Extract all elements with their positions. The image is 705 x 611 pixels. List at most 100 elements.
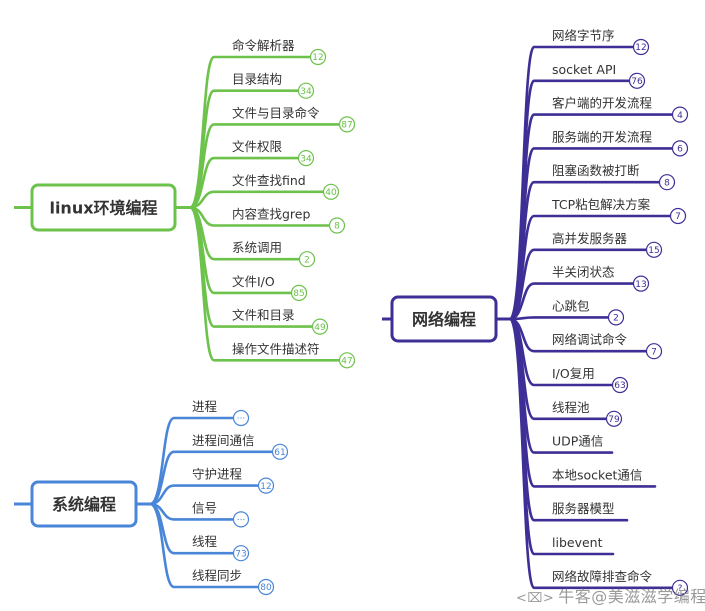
topic-node[interactable]: TCP粘包解决方案 7 — [508, 197, 687, 321]
branch-line — [188, 190, 333, 209]
count-badge[interactable]: 13 — [632, 275, 650, 292]
topic-label[interactable]: 信号 — [192, 500, 217, 515]
count-badge[interactable]: 15 — [645, 241, 663, 258]
count-badge[interactable]: 2 — [298, 251, 316, 268]
branch-linux: 命令解析器 12 目录结构 34 文件与目录命令 87 文件权限 34 文件查找find 40 内容… — [14, 38, 356, 369]
topic-node[interactable]: 心跳包 2 — [508, 298, 625, 326]
topic-label[interactable]: socket API — [552, 62, 616, 77]
badge-circle — [658, 174, 676, 191]
topic-label[interactable]: 文件权限 — [232, 139, 283, 154]
badge-count: 12 — [260, 482, 271, 492]
watermark-text: 牛客@美滋滋学编程 — [558, 587, 705, 606]
count-badge[interactable]: 12 — [257, 477, 275, 494]
topic-label[interactable]: 网络字节序 — [552, 28, 615, 43]
topic-label[interactable]: 目录结构 — [232, 72, 282, 87]
topic-node[interactable]: socket API 76 — [508, 62, 646, 321]
topic-node[interactable]: 网络调试命令 7 — [508, 317, 663, 360]
topic-node[interactable]: 操作文件描述符 47 — [188, 206, 356, 369]
count-badge[interactable]: 34 — [297, 82, 315, 99]
count-badge[interactable]: 6 — [671, 140, 689, 157]
count-badge[interactable]: 61 — [271, 443, 289, 460]
topic-label[interactable]: 本地socket通信 — [552, 467, 642, 482]
topic-label[interactable]: TCP粘包解决方案 — [551, 197, 651, 212]
count-badge[interactable]: 7 — [645, 343, 663, 360]
count-badge[interactable]: 7 — [669, 207, 687, 225]
topic-label[interactable]: 服务端的开发流程 — [552, 129, 653, 144]
topic-label[interactable]: 网络故障排查命令 — [552, 569, 653, 584]
topic-node[interactable]: 高并发服务器 15 — [508, 231, 663, 321]
count-badge[interactable]: 12 — [632, 38, 650, 56]
topic-node[interactable]: 内容查找grep 8 — [188, 206, 346, 234]
count-badge[interactable]: 47 — [338, 352, 356, 369]
badge-count: 13 — [635, 280, 646, 290]
count-badge[interactable]: ? — [671, 579, 689, 596]
topic-label[interactable]: 心跳包 — [552, 298, 590, 313]
topic-label[interactable]: 进程 — [192, 399, 218, 414]
topic-label[interactable]: 进程间通信 — [192, 433, 255, 448]
topic-node[interactable]: 文件与目录命令 87 — [188, 105, 356, 209]
root-topic-system[interactable]: 系统编程 — [30, 480, 138, 528]
badge-count: 73 — [235, 549, 246, 559]
topic-label[interactable]: 线程 — [192, 534, 218, 549]
count-badge[interactable]: 87 — [338, 116, 356, 133]
count-badge[interactable]: 40 — [322, 183, 340, 200]
count-badge[interactable]: 73 — [232, 545, 250, 562]
count-badge[interactable]: ··· — [232, 511, 250, 528]
badge-count: 8 — [334, 222, 340, 232]
topic-label[interactable]: 内容查找grep — [232, 207, 310, 222]
topic-label[interactable]: 半关闭状态 — [552, 265, 615, 280]
badge-circle — [628, 72, 646, 89]
root-topic-network[interactable]: 网络编程 — [390, 295, 498, 343]
topic-label[interactable]: 文件I/O — [232, 274, 275, 289]
topic-node[interactable]: I/O复用 63 — [508, 317, 629, 394]
topic-label[interactable]: 文件查找find — [232, 173, 306, 188]
badge-count: 61 — [274, 448, 285, 458]
count-badge[interactable]: 12 — [309, 48, 327, 66]
count-badge[interactable]: 76 — [628, 72, 646, 89]
badge-count: 34 — [300, 154, 312, 164]
count-badge[interactable]: 4 — [671, 106, 689, 123]
topic-label[interactable]: 服务器模型 — [552, 501, 615, 516]
topic-node[interactable]: 网络故障排查命令? — [508, 317, 689, 596]
badge-count: 7 — [675, 212, 681, 222]
topic-label[interactable]: I/O复用 — [552, 366, 595, 381]
topic-node[interactable]: 文件查找find 40 — [188, 173, 340, 209]
count-badge[interactable]: 8 — [328, 217, 346, 234]
topic-label[interactable]: 操作文件描述符 — [232, 341, 320, 356]
topic-node[interactable]: 进程 ··· — [148, 399, 250, 506]
root-topic-linux[interactable]: linux环境编程 — [30, 183, 177, 232]
badge-circle — [297, 82, 315, 99]
topic-node[interactable]: 守护进程 12 — [148, 467, 275, 506]
topic-label[interactable]: libevent — [552, 535, 603, 550]
topic-label[interactable]: 系统调用 — [232, 240, 282, 255]
count-badge[interactable]: 63 — [611, 376, 629, 394]
topic-node[interactable]: 目录结构 34 — [188, 72, 315, 209]
badge-circle — [328, 217, 346, 234]
count-badge[interactable]: 85 — [290, 284, 308, 301]
badge-count: 47 — [341, 357, 352, 367]
count-badge[interactable]: ··· — [232, 409, 250, 427]
badge-count: 2 — [613, 314, 619, 324]
topic-label[interactable]: 文件与目录命令 — [232, 105, 320, 120]
branch-line — [508, 317, 682, 590]
branch-line — [188, 206, 349, 362]
topic-label[interactable]: 文件和目录 — [232, 308, 295, 323]
count-badge[interactable]: 2 — [607, 309, 625, 326]
count-badge[interactable]: 49 — [311, 318, 329, 335]
topic-label[interactable]: 高并发服务器 — [552, 231, 628, 246]
topic-label[interactable]: UDP通信 — [552, 434, 603, 449]
topic-label[interactable]: 命令解析器 — [232, 38, 295, 53]
topic-label[interactable]: 线程池 — [552, 400, 590, 415]
count-badge[interactable]: 79 — [605, 410, 623, 427]
count-badge[interactable]: 8 — [658, 174, 676, 191]
topic-label[interactable]: 客户端的开发流程 — [552, 96, 653, 111]
topic-label[interactable]: 阻塞函数被打断 — [552, 163, 640, 178]
count-badge[interactable]: 34 — [297, 150, 315, 167]
topic-label[interactable]: 守护进程 — [192, 467, 243, 482]
topic-node[interactable]: 服务端的开发流程 6 — [508, 129, 689, 321]
topic-label[interactable]: 线程同步 — [192, 568, 242, 583]
topic-node[interactable]: 线程同步 80 — [148, 502, 275, 596]
count-badge[interactable]: 80 — [257, 578, 275, 596]
topic-label[interactable]: 网络调试命令 — [552, 332, 628, 347]
topic-node[interactable]: 信号 ··· — [148, 500, 250, 528]
